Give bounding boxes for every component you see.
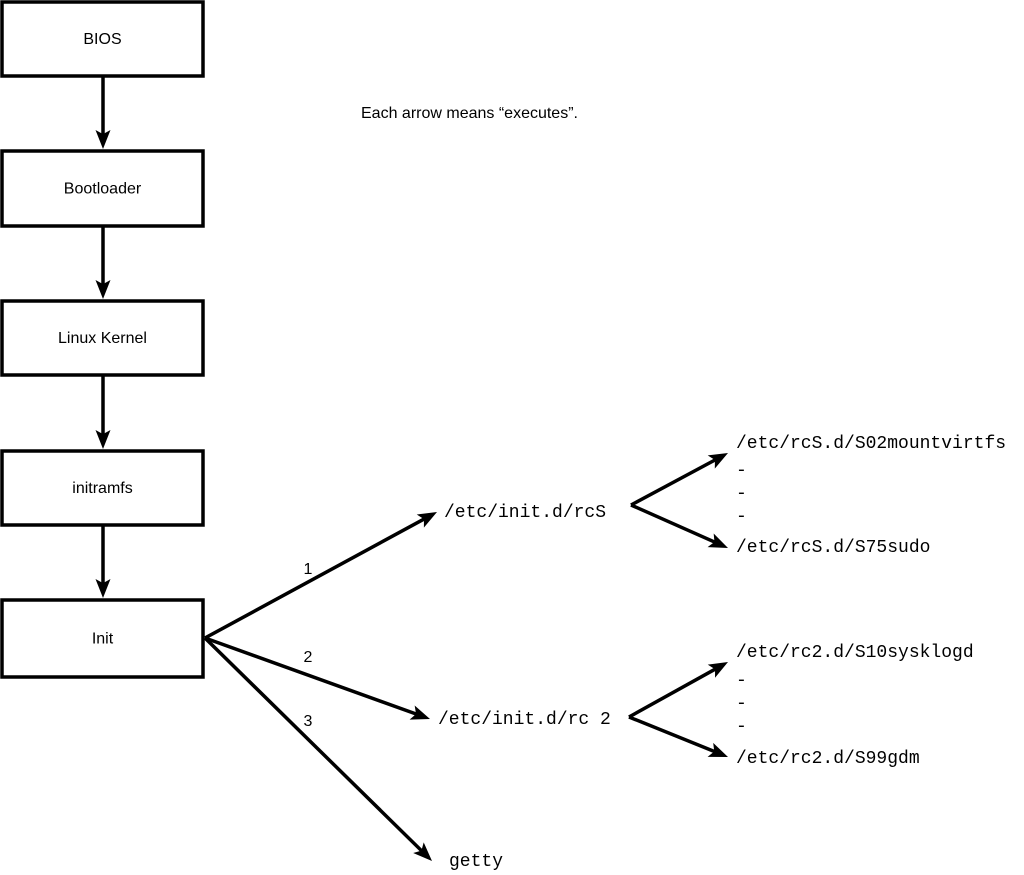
process-box-bios: BIOS [0,0,205,78]
arrow-kernel-to-initramfs [95,375,111,449]
arrow-shaft-rcs-last-arrow [630,503,716,544]
arrow-shaft-rc2-first-arrow [628,667,717,719]
branch-rcs-branch: /etc/rcS.d/S02mountvirtfs/etc/rcS.d/S75s… [630,434,1006,558]
arrow-head-rc2-last-arrow [707,742,728,757]
arrow-head-rcs-first-arrow [707,453,728,469]
script-label-rcs-script: /etc/init.d/rcS [444,503,606,523]
edge-number-1: 1 [304,561,313,578]
arrow-head-bootloader-to-kernel [95,280,111,299]
script-labels-group: /etc/init.d/rcS/etc/init.d/rc 2 getty [438,503,611,872]
arrow-init-edge-2 [204,636,430,720]
arrow-bootloader-to-kernel [95,226,111,299]
arrow-init-edge-1 [204,512,437,640]
edge-number-2: 2 [304,649,313,666]
arrow-head-rcs-last-arrow [707,533,728,548]
process-box-kernel: Linux Kernel [0,299,205,377]
branch-ellipsis-dash: - [736,694,747,714]
branch-rc2-branch: /etc/rc2.d/S10sysklogd/etc/rc2.d/S99gdm -… [628,643,974,769]
arrow-head-init-edge-2 [409,705,430,720]
arrow-rc2-last-arrow [628,715,728,757]
diagram-caption: Each arrow means “executes”. [361,105,578,122]
box-outline-kernel [0,299,205,377]
arrow-shaft-init-edge-3 [203,636,424,853]
init-fanout-group: 1 2 3 [203,512,437,861]
branch-ellipsis-dash: - [736,461,747,481]
branch-target-rc2-last: /etc/rc2.d/S99gdm [736,749,920,769]
branch-ellipsis-dash: - [736,507,747,527]
box-label-init: Init [92,631,114,648]
arrow-rc2-first-arrow [628,662,728,719]
arrow-shaft-init-edge-1 [204,517,426,640]
script-label-getty: getty [449,852,503,872]
arrow-head-init-edge-3 [413,842,432,861]
arrow-rcs-first-arrow [630,453,728,507]
arrow-bios-to-bootloader [95,76,111,149]
arrow-init-edge-3 [203,636,432,861]
process-box-bootloader: Bootloader [0,149,205,228]
arrow-shaft-rc2-last-arrow [628,715,716,754]
branch-ellipsis-dash: - [736,484,747,504]
box-label-bios: BIOS [83,31,121,48]
arrow-rcs-last-arrow [630,503,728,548]
arrow-head-rc2-first-arrow [707,662,728,678]
branch-ellipsis-dash: - [736,671,747,691]
box-outline-bios [0,0,205,78]
branch-target-rc2-first: /etc/rc2.d/S10sysklogd [736,643,974,663]
arrow-shaft-rcs-first-arrow [630,458,717,507]
arrow-head-bios-to-bootloader [95,130,111,149]
box-outline-initramfs [0,449,205,527]
process-box-init: Init [0,598,205,679]
branch-target-rcs-last: /etc/rcS.d/S75sudo [736,538,930,558]
arrow-initramfs-to-init [95,525,111,598]
arrow-head-init-edge-1 [416,512,437,528]
branch-ellipsis-dash: - [736,717,747,737]
arrow-shaft-init-edge-2 [204,636,418,716]
script-label-rc2-script: /etc/init.d/rc 2 [438,710,611,730]
process-box-initramfs: initramfs [0,449,205,527]
edge-number-3: 3 [304,713,313,730]
script-branches-group: /etc/rcS.d/S02mountvirtfs/etc/rcS.d/S75s… [628,434,1006,769]
branch-target-rcs-first: /etc/rcS.d/S02mountvirtfs [736,434,1006,454]
box-outline-init [0,598,205,679]
arrow-head-initramfs-to-init [95,579,111,598]
arrow-head-kernel-to-initramfs [95,430,111,449]
box-label-bootloader: Bootloader [64,181,142,198]
box-label-kernel: Linux Kernel [58,330,147,347]
box-label-initramfs: initramfs [72,480,132,497]
vertical-arrows-group [95,76,111,598]
